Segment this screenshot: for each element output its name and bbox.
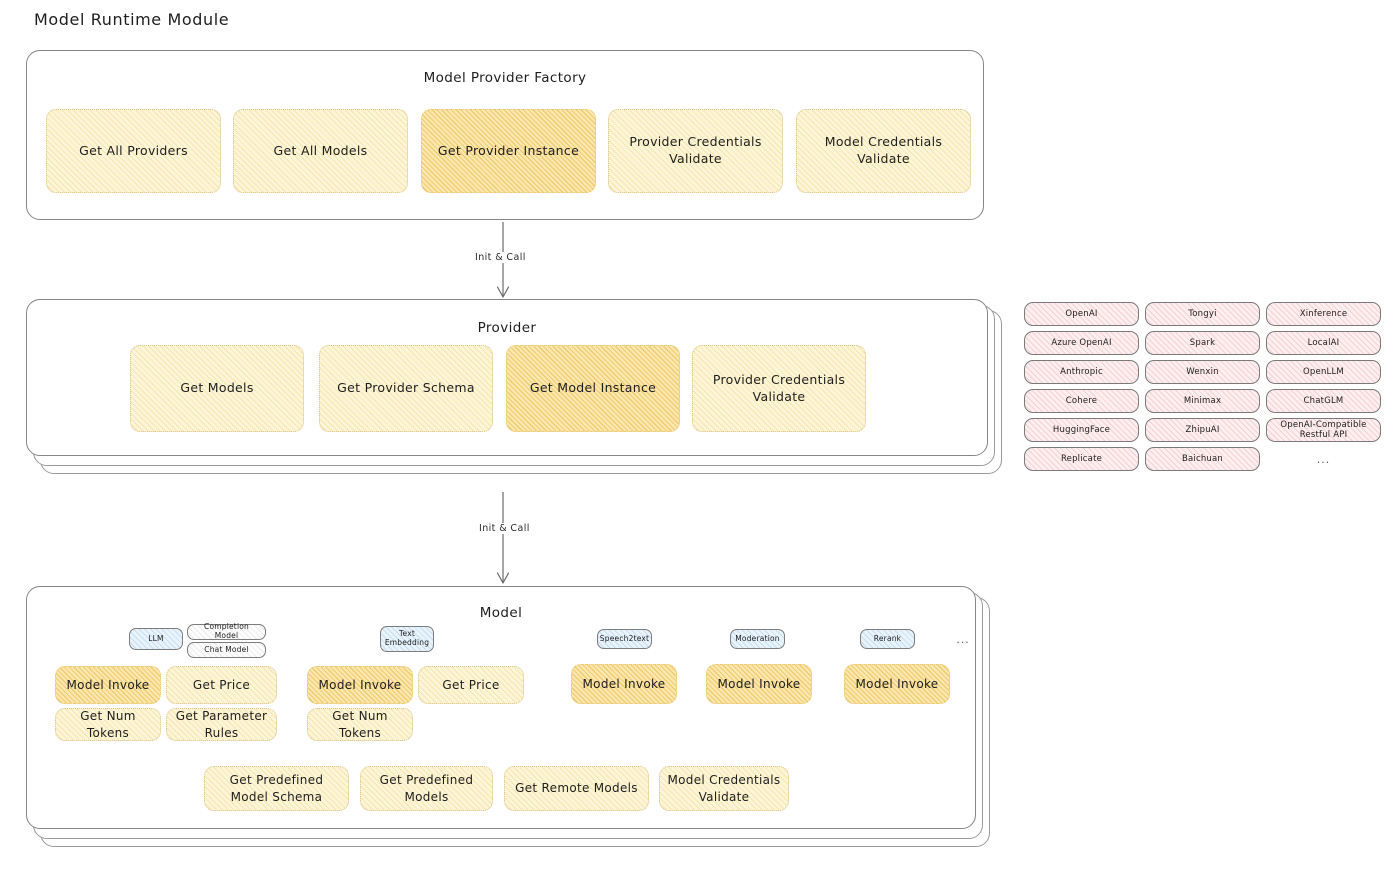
provider-pill-openllm[interactable]: OpenLLM <box>1266 360 1381 384</box>
factory-box-get-provider-instance[interactable]: Get Provider Instance <box>421 109 596 193</box>
model-llm-box-model-invoke[interactable]: Model Invoke <box>55 666 161 704</box>
model-rerank-box-model-invoke[interactable]: Model Invoke <box>844 664 950 704</box>
factory-box-get-all-models[interactable]: Get All Models <box>233 109 408 193</box>
model-common-box-get-predefined-model-schema[interactable]: Get Predefined Model Schema <box>204 766 349 811</box>
model-subtag-completion-model[interactable]: Completion Model <box>187 623 266 640</box>
model-moderation-box-model-invoke[interactable]: Model Invoke <box>706 664 812 704</box>
provider-pill-tongyi[interactable]: Tongyi <box>1145 302 1260 326</box>
model-common-box-model-credentials-validate[interactable]: Model Credentials Validate <box>659 766 789 811</box>
model-card: Model LLM Completion Model Chat Model Mo… <box>26 586 976 829</box>
model-type-tag-text-embedding[interactable]: Text Embedding <box>380 626 434 652</box>
provider-card: Provider Get Models Get Provider Schema … <box>26 299 988 456</box>
model-title: Model <box>479 605 523 621</box>
arrow-provider-to-model <box>496 492 510 584</box>
provider-box-get-provider-schema[interactable]: Get Provider Schema <box>319 345 493 432</box>
provider-box-get-model-instance[interactable]: Get Model Instance <box>506 345 680 432</box>
provider-pill-spark[interactable]: Spark <box>1145 331 1260 355</box>
model-common-box-get-predefined-models[interactable]: Get Predefined Models <box>360 766 493 811</box>
provider-box-provider-credentials-validate[interactable]: Provider Credentials Validate <box>692 345 866 432</box>
provider-pill-xinference[interactable]: Xinference <box>1266 302 1381 326</box>
model-provider-factory-title: Model Provider Factory <box>423 70 587 86</box>
arrow-label-init-and-call-1: Init & Call <box>472 252 529 263</box>
model-type-tag-moderation[interactable]: Moderation <box>730 629 785 649</box>
provider-pill-huggingface[interactable]: HuggingFace <box>1024 418 1139 442</box>
factory-box-provider-credentials-validate[interactable]: Provider Credentials Validate <box>608 109 783 193</box>
provider-pill-openai[interactable]: OpenAI <box>1024 302 1139 326</box>
model-embedding-box-get-price[interactable]: Get Price <box>418 666 524 704</box>
model-llm-box-get-price[interactable]: Get Price <box>166 666 277 704</box>
provider-pill-azure-openai[interactable]: Azure OpenAI <box>1024 331 1139 355</box>
model-embedding-box-get-num-tokens[interactable]: Get Num Tokens <box>307 708 413 741</box>
model-type-tag-llm[interactable]: LLM <box>129 628 183 650</box>
provider-box-get-models[interactable]: Get Models <box>130 345 304 432</box>
arrow-label-init-and-call-2: Init & Call <box>476 523 533 534</box>
page-title: Model Runtime Module <box>34 10 230 29</box>
factory-box-model-credentials-validate[interactable]: Model Credentials Validate <box>796 109 971 193</box>
model-speech2text-box-model-invoke[interactable]: Model Invoke <box>571 664 677 704</box>
provider-title: Provider <box>477 320 537 336</box>
provider-pill-openai-compatible-restful-api[interactable]: OpenAI-Compatible Restful API <box>1266 418 1381 442</box>
provider-pill-localai[interactable]: LocalAI <box>1266 331 1381 355</box>
provider-list: OpenAI Azure OpenAI Anthropic Cohere Hug… <box>1024 300 1382 475</box>
provider-pill-replicate[interactable]: Replicate <box>1024 447 1139 471</box>
model-types-ellipsis: ... <box>956 632 970 646</box>
provider-pill-wenxin[interactable]: Wenxin <box>1145 360 1260 384</box>
model-subtag-chat-model[interactable]: Chat Model <box>187 642 266 658</box>
model-llm-box-get-num-tokens[interactable]: Get Num Tokens <box>55 708 161 741</box>
model-type-tag-rerank[interactable]: Rerank <box>860 629 915 649</box>
provider-pill-chatglm[interactable]: ChatGLM <box>1266 389 1381 413</box>
model-common-box-get-remote-models[interactable]: Get Remote Models <box>504 766 649 811</box>
provider-list-ellipsis: ... <box>1316 452 1331 466</box>
provider-pill-baichuan[interactable]: Baichuan <box>1145 447 1260 471</box>
factory-box-get-all-providers[interactable]: Get All Providers <box>46 109 221 193</box>
model-llm-box-get-parameter-rules[interactable]: Get Parameter Rules <box>166 708 277 741</box>
model-provider-factory-card: Model Provider Factory Get All Providers… <box>26 50 984 220</box>
provider-pill-minimax[interactable]: Minimax <box>1145 389 1260 413</box>
provider-pill-zhipuai[interactable]: ZhipuAI <box>1145 418 1260 442</box>
provider-pill-cohere[interactable]: Cohere <box>1024 389 1139 413</box>
provider-pill-anthropic[interactable]: Anthropic <box>1024 360 1139 384</box>
model-type-tag-speech2text[interactable]: Speech2text <box>597 629 652 649</box>
model-embedding-box-model-invoke[interactable]: Model Invoke <box>307 666 413 704</box>
